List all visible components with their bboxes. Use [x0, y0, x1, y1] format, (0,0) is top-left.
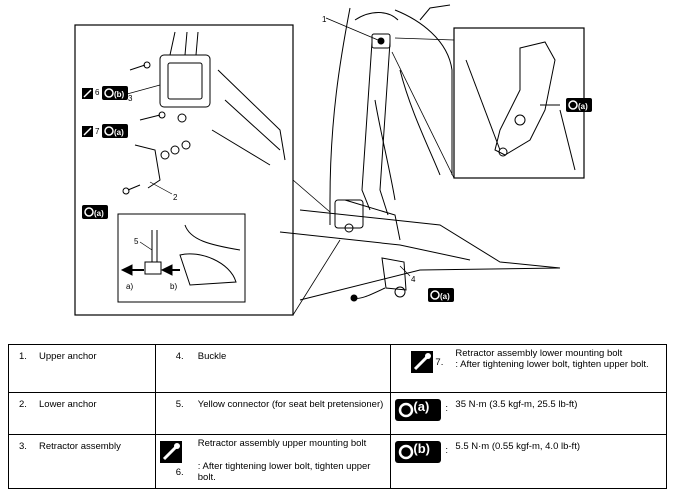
- legend-note: : After tightening lower bolt, tighten u…: [197, 461, 371, 484]
- svg-text:(b): (b): [114, 90, 125, 99]
- legend-text: Buckle: [197, 351, 227, 362]
- svg-text:(a): (a): [114, 128, 124, 137]
- svg-text:(a): (a): [440, 292, 450, 301]
- callout-4: 4: [411, 275, 416, 284]
- legend-cell-1: 1. Upper anchor: [8, 344, 156, 393]
- legend-cell-3: 3. Retractor assembly: [8, 434, 156, 489]
- lower-anchor-part: [334, 199, 364, 233]
- torque-sep: :: [445, 445, 449, 457]
- torque-icon-a-figure-1: (a): [102, 124, 128, 138]
- belt-webbing: [344, 41, 401, 241]
- torque-icon: [395, 398, 442, 421]
- torque-icon-b-figure: (b): [102, 86, 128, 100]
- legend-cell-torque-a: (a) : 35 N·m (3.5 kgf-m, 25.5 lb-ft): [390, 391, 667, 436]
- legend-text: Retractor assembly lower mounting bolt: [455, 348, 623, 359]
- torque-value: 5.5 N·m (0.55 kgf-m, 4.0 lb-ft): [455, 441, 580, 453]
- legend-cell-5: 5. Yellow connector (for seat belt prete…: [154, 391, 392, 436]
- upper-anchor-detail: [465, 41, 576, 171]
- legend-cell-4: 4. Buckle: [154, 344, 392, 393]
- seat-belt-diagram: 1 2 3 4 5 6 7 a) b) (b) (a) (a) (a): [74, 4, 592, 316]
- legend-text: Lower anchor: [39, 398, 97, 410]
- legend-text: Upper anchor: [39, 351, 97, 362]
- bolt-icon: [411, 351, 434, 373]
- callout-2: 2: [173, 193, 178, 202]
- torque-tag: (a): [413, 398, 430, 414]
- arrow-label-b: b): [170, 282, 177, 291]
- buckle-part: [350, 257, 407, 302]
- yellow-connector-part: [144, 224, 241, 286]
- legend-num: 7.: [435, 357, 444, 368]
- retractor-part: [159, 31, 286, 166]
- torque-icon-a-figure-2: (a): [82, 205, 108, 219]
- legend-num: 3.: [19, 441, 27, 453]
- callout-1: 1: [322, 15, 327, 24]
- legend-num: 1.: [19, 351, 27, 362]
- legend-text: Yellow connector (for seat belt pretensi…: [197, 398, 384, 410]
- upper-anchor-part: [371, 33, 391, 49]
- parts-legend-table: 1. Upper anchor 4. Buckle 7. Retractor a…: [8, 344, 667, 489]
- legend-cell-7: 7. Retractor assembly lower mounting bol…: [390, 344, 667, 393]
- bolt-icon-6: [82, 88, 93, 99]
- callout-3: 3: [128, 94, 133, 103]
- torque-icon: [395, 441, 442, 464]
- legend-cell-2: 2. Lower anchor: [8, 391, 156, 436]
- callout-5: 5: [134, 237, 139, 246]
- disconnect-arrows: [120, 264, 180, 276]
- legend-cell-torque-b: (b) : 5.5 N·m (0.55 kgf-m, 4.0 lb-ft): [390, 434, 667, 489]
- svg-text:(a): (a): [94, 209, 104, 218]
- arrow-label-a: a): [126, 282, 133, 291]
- callout-6: 6: [95, 88, 100, 97]
- svg-text:(a): (a): [578, 102, 588, 111]
- upper-anchor-detail-box: [453, 27, 585, 179]
- legend-num: 6.: [175, 467, 184, 479]
- torque-tag: (b): [413, 441, 431, 457]
- seat-outline: [279, 4, 561, 301]
- bolt-icon: [159, 441, 182, 464]
- legend-text: Retractor assembly upper mounting bolt: [197, 438, 367, 450]
- legend-note: : After tightening lower bolt, tighten u…: [455, 359, 649, 370]
- retractor-detail-box: [74, 24, 294, 316]
- legend-text: Retractor assembly: [39, 441, 121, 453]
- legend-cell-6: 6. Retractor assembly upper mounting bol…: [154, 434, 392, 489]
- torque-icon-a-figure-3: (a): [566, 98, 592, 112]
- mounting-bolts: [122, 61, 191, 195]
- torque-sep: :: [445, 402, 449, 414]
- torque-value: 35 N·m (3.5 kgf-m, 25.5 lb-ft): [455, 398, 578, 410]
- legend-num: 4.: [175, 351, 184, 362]
- connector-detail-box: [117, 213, 246, 303]
- callout-7: 7: [95, 127, 100, 136]
- legend-num: 2.: [19, 398, 27, 410]
- legend-num: 5.: [175, 398, 184, 410]
- torque-icon-a-figure-4: (a): [428, 288, 454, 302]
- bolt-icon-7: [82, 126, 93, 137]
